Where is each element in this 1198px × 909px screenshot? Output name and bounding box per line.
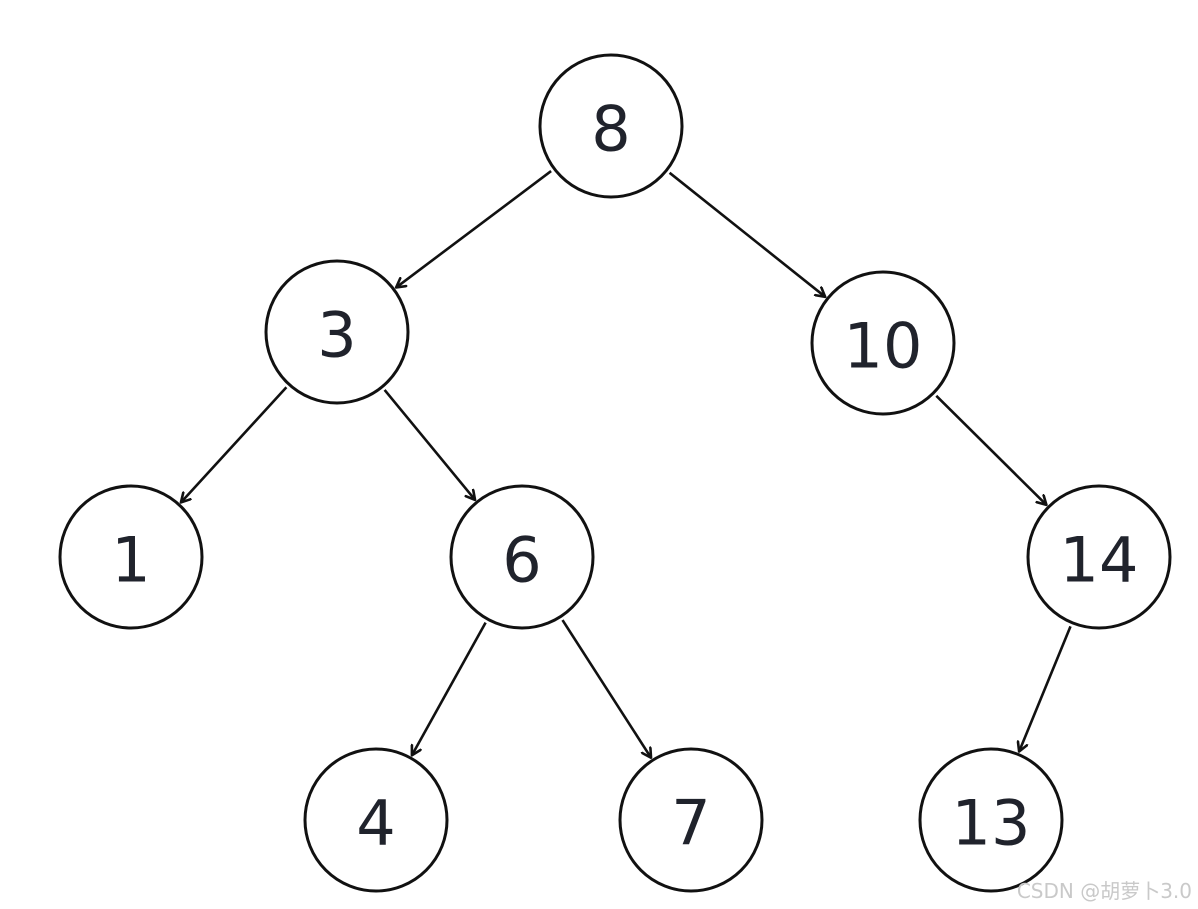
node-circle <box>618 747 764 893</box>
node-label: 7 <box>671 787 710 860</box>
node-label: 6 <box>502 524 541 597</box>
edge-8-to-10 <box>668 171 825 296</box>
edges-layer <box>182 170 1072 757</box>
node-circle <box>918 747 1064 893</box>
node-label: 13 <box>952 787 1031 860</box>
node-circle <box>264 259 410 405</box>
tree-node-14: 14 <box>1026 484 1172 630</box>
node-circle <box>303 747 449 893</box>
tree-node-13: 13 <box>918 747 1064 893</box>
tree-node-3: 3 <box>264 259 410 405</box>
edge-10-to-14 <box>935 394 1045 504</box>
tree-node-4: 4 <box>303 747 449 893</box>
tree-node-10: 10 <box>810 270 956 416</box>
node-circle <box>1026 484 1172 630</box>
edge-6-to-7 <box>561 619 651 757</box>
node-label: 10 <box>844 310 923 383</box>
tree-node-7: 7 <box>618 747 764 893</box>
edge-8-to-3 <box>397 170 552 287</box>
watermark: CSDN @胡萝卜3.0 <box>1016 879 1192 903</box>
node-label: 14 <box>1060 524 1139 597</box>
edge-14-to-13 <box>1020 625 1072 750</box>
node-label: 1 <box>111 524 150 597</box>
edge-6-to-4 <box>412 621 487 755</box>
tree-node-8: 8 <box>538 53 684 199</box>
tree-node-1: 1 <box>58 484 204 630</box>
node-circle <box>58 484 204 630</box>
nodes-layer: 8 3 10 1 6 14 4 7 13 <box>58 53 1172 893</box>
node-label: 3 <box>317 299 356 372</box>
edge-3-to-6 <box>383 389 475 499</box>
node-label: 8 <box>591 93 630 166</box>
node-circle <box>449 484 595 630</box>
edge-3-to-1 <box>182 386 288 501</box>
node-circle <box>538 53 684 199</box>
node-label: 4 <box>356 787 395 860</box>
tree-node-6: 6 <box>449 484 595 630</box>
node-circle <box>810 270 956 416</box>
